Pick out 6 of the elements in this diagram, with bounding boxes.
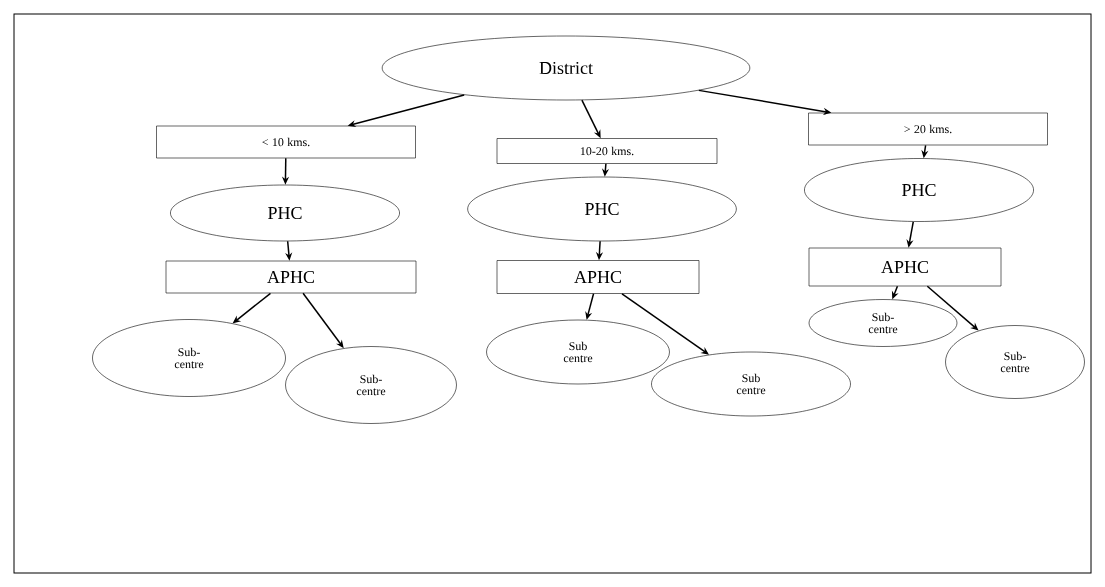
distance-box: < 10 kms. <box>156 125 416 159</box>
aphc-box: APHC <box>808 247 1002 287</box>
distance-box: 10-20 kms. <box>496 138 718 164</box>
aphc-box: APHC <box>496 260 700 294</box>
aphc-box: APHC <box>165 260 417 294</box>
distance-box: > 20 kms. <box>808 112 1048 146</box>
